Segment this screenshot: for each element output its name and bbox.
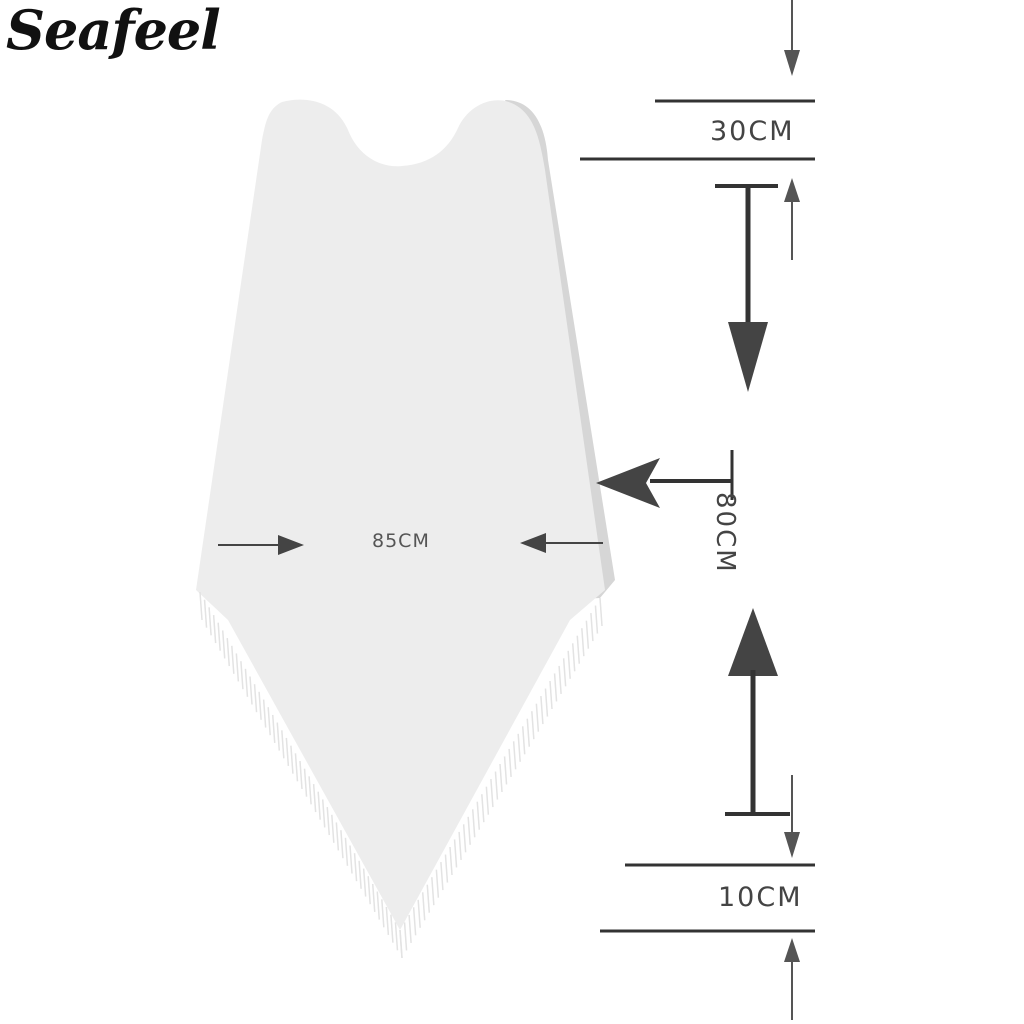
fringe-length-label: 10CM: [718, 882, 803, 913]
length-down-arrow-head: [728, 322, 768, 392]
garment-body: [196, 99, 605, 930]
side-arrow-head: [596, 458, 660, 508]
fringe-down-arrow-head: [784, 832, 800, 858]
width-left-head: [278, 535, 304, 555]
width-right-head: [520, 533, 546, 553]
brand-logo: Seafeel: [6, 0, 221, 62]
width-label: 85CM: [372, 530, 430, 552]
length-up-arrow-head: [728, 608, 778, 676]
length-label: 80CM: [710, 492, 740, 574]
garment-fringe: [199, 591, 603, 959]
top-arrow-head: [784, 50, 800, 76]
neck-depth-label: 30CM: [710, 116, 795, 147]
